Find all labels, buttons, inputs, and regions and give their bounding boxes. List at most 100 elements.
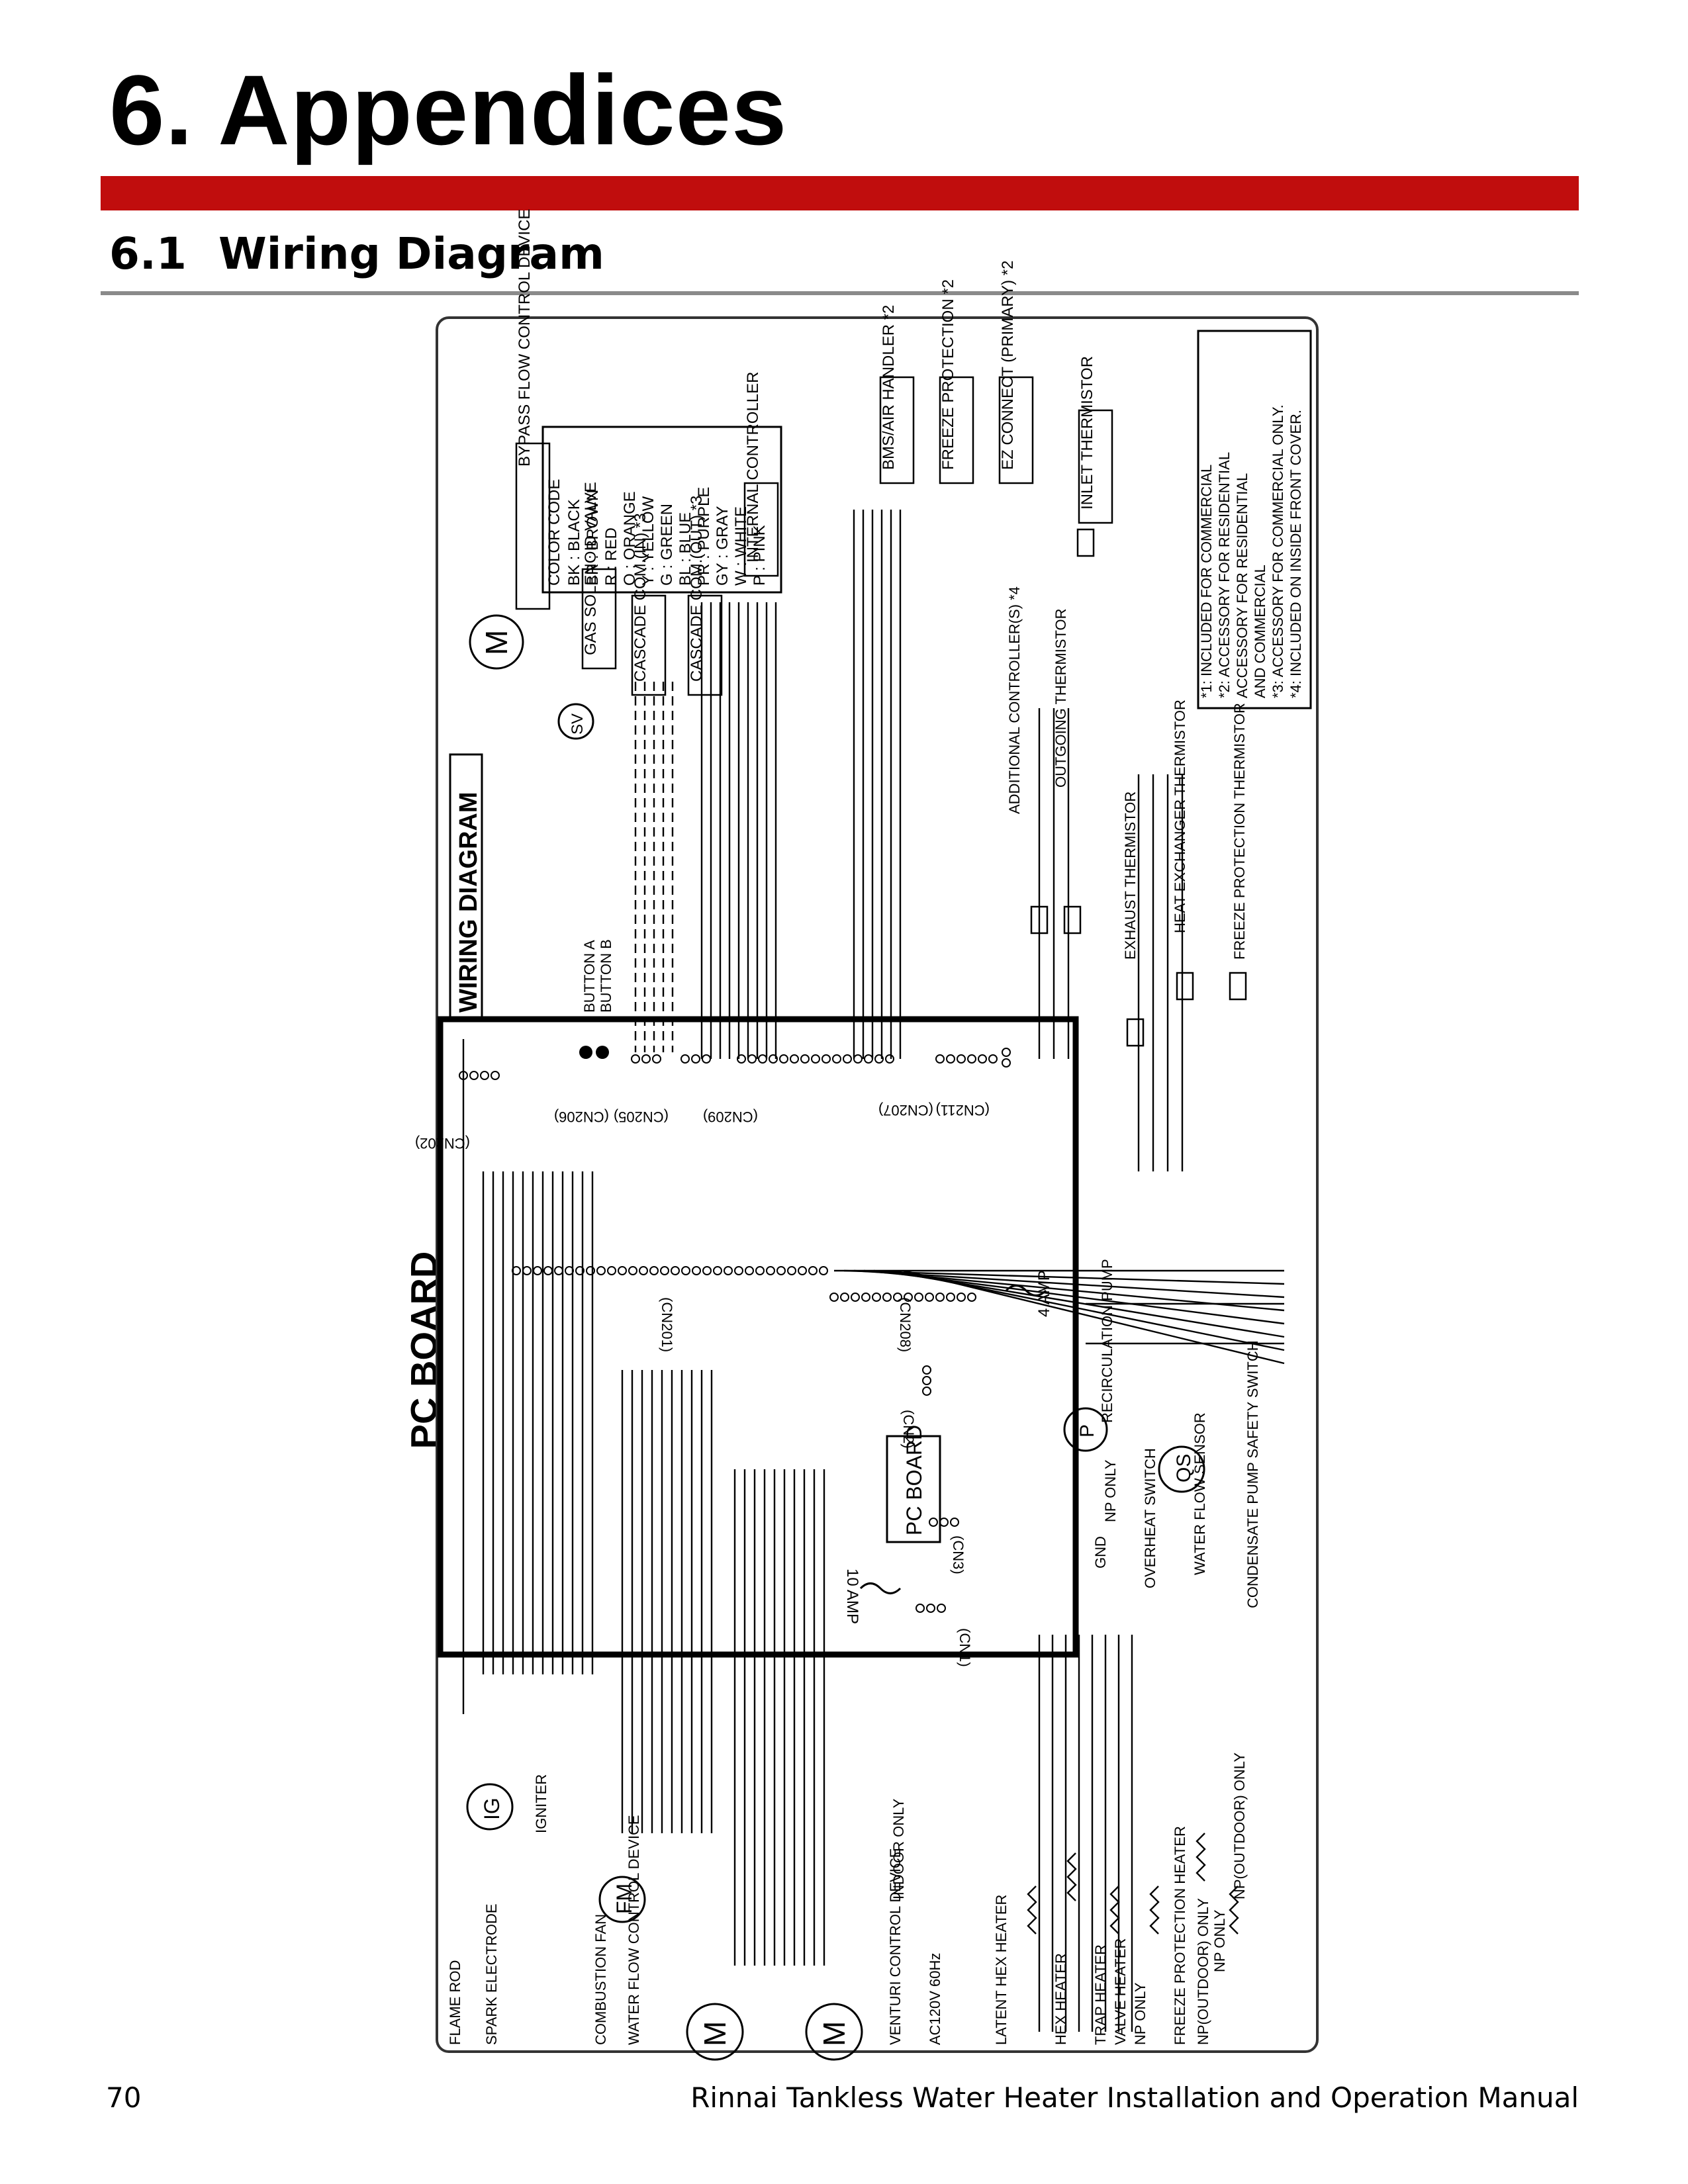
connector-label: (CN207) [878, 1102, 933, 1118]
note-line: AND COMMERCIAL [1252, 565, 1268, 698]
cn201-pin [787, 1266, 796, 1275]
notes-box [1197, 330, 1312, 709]
thermistor-symbol [1076, 528, 1095, 557]
color-code-heading: COLOR CODE [545, 479, 563, 586]
cn202-pin [469, 1071, 479, 1080]
top-component-label: INLET THERMISTOR [1078, 356, 1096, 510]
button-b-label: BUTTON B [598, 939, 614, 1013]
heater-symbol [1109, 1886, 1120, 1934]
bypass-motor-icon [469, 614, 524, 670]
cn205-pin [702, 1054, 711, 1064]
cn208-pin [872, 1293, 881, 1302]
thermistor-symbol [1229, 972, 1247, 1001]
connector-pin-headers [459, 1048, 1011, 1613]
thermistor-symbol [1176, 972, 1194, 1001]
connector-label: (CN206) [554, 1109, 609, 1125]
thermistor-symbol [1126, 1018, 1145, 1047]
right-component-label: NP ONLY [1102, 1459, 1119, 1522]
bottom-component-label: NP(OUTDOOR) ONLY [1231, 1752, 1248, 1899]
cascade-out-box [687, 594, 723, 696]
cn209-pin [779, 1054, 788, 1064]
connector-label: (CN205) [614, 1109, 669, 1125]
bottom-component-label: NP(OUTDOOR) ONLY [1195, 1898, 1211, 2045]
bms-box [879, 376, 915, 484]
heater-symbol [1066, 1852, 1077, 1901]
diagram-border [436, 316, 1319, 2053]
internal-controller-box [743, 482, 779, 577]
top-component-label: CASCADE COM.(OUT) *3 [688, 496, 706, 682]
cn208-pin [904, 1293, 913, 1302]
cn205-pin [691, 1054, 700, 1064]
connector-label: (CN201) [659, 1297, 675, 1352]
bottom-component-label: IGNITER [533, 1774, 549, 1833]
right-component-label: EXHAUST THERMISTOR [1122, 792, 1139, 960]
bottom-component-label: WATER FLOW CONTROL DEVICE [626, 1815, 642, 2045]
cn201-pin [565, 1266, 574, 1275]
connector-label: (CN3) [950, 1535, 966, 1574]
cn209-pin [737, 1054, 746, 1064]
cn2-pin [922, 1365, 931, 1375]
cn201-pin [575, 1266, 585, 1275]
right-component-label: OUTGOING THERMISTOR [1053, 608, 1069, 788]
top-component-label: INTERNAL CONTROLLER [744, 372, 762, 563]
cn1-pin [926, 1604, 935, 1613]
fuse-4amp-icon [1005, 1285, 1047, 1297]
fuse-4amp-label: 4 AMP [1035, 1270, 1053, 1317]
note-line: *1: INCLUDED FOR COMMERCIAL [1198, 465, 1215, 698]
bypass-flow-box [515, 442, 551, 610]
right-component-label: HEAT EXCHANGER THERMISTOR [1172, 700, 1188, 933]
heater-symbol [1149, 1886, 1160, 1934]
right-component-label: ADDITIONAL CONTROLLER(S) *4 [1006, 586, 1023, 814]
bottom-component-label: INDOOR ONLY [890, 1798, 907, 1899]
cn201-pin [522, 1266, 532, 1275]
recirculation-pump-icon [1063, 1407, 1108, 1452]
color-code-box [541, 426, 782, 594]
cn209-pin [811, 1054, 820, 1064]
cn201-pin [554, 1266, 563, 1275]
cn201-pin [639, 1266, 648, 1275]
connector-label: (CN209) [703, 1109, 758, 1125]
water-flow-motor-icon [686, 2003, 744, 2061]
chapter-divider-bar [101, 176, 1579, 210]
gas-valve-box [581, 568, 617, 670]
top-component-label: FREEZE PROTECTION *2 [939, 279, 957, 470]
button-b-icon [596, 1046, 609, 1059]
cn201-pin [734, 1266, 743, 1275]
note-line: *2: ACCESSORY FOR RESIDENTIAL [1216, 452, 1233, 698]
svg-text:M: M [698, 2021, 732, 2046]
thermistor-symbol [1063, 905, 1082, 934]
bottom-component-label: HEX HEATER [1053, 1953, 1069, 2045]
color-code-entry: GY : GRAY [714, 506, 731, 586]
cn207-pin [988, 1054, 998, 1064]
cn209-pin [853, 1054, 863, 1064]
cn201-pin [533, 1266, 542, 1275]
wire-bundles [462, 510, 1285, 2032]
cn3-pin [939, 1518, 949, 1527]
svg-text:P: P [1076, 1424, 1098, 1437]
cn207-pin [957, 1054, 966, 1064]
heater-symbol [1229, 1886, 1239, 1934]
wire [853, 1269, 1285, 1298]
color-code-entry: O : ORANGE [621, 491, 639, 586]
wire [903, 1269, 1285, 1365]
cascade-in-box [631, 594, 667, 696]
bottom-component-label: NP ONLY [1211, 1909, 1228, 1972]
bottom-component-label: TRAP HEATER [1092, 1944, 1109, 2045]
cn201-pin [692, 1266, 701, 1275]
right-component-label: GND [1092, 1536, 1109, 1569]
cn206-pin [641, 1054, 651, 1064]
bottom-component-label: LATENT HEX HEATER [993, 1895, 1009, 2045]
top-component-label: BYPASS FLOW CONTROL DEVICE [516, 209, 534, 467]
svg-text:M: M [817, 2021, 851, 2046]
right-components: ADDITIONAL CONTROLLER(S) *4 OUTGOING THER… [1006, 586, 1261, 1608]
cn201-pin [512, 1266, 521, 1275]
inlet-thermistor-box [1078, 409, 1113, 524]
cn201-pin [819, 1266, 828, 1275]
right-component-label: RECIRCULATION PUMP [1099, 1259, 1115, 1423]
color-code-entry: W : WHITE [732, 506, 750, 586]
cn209-pin [874, 1054, 884, 1064]
connector-label: (CN1) [957, 1628, 973, 1667]
cn202-pin [459, 1071, 468, 1080]
